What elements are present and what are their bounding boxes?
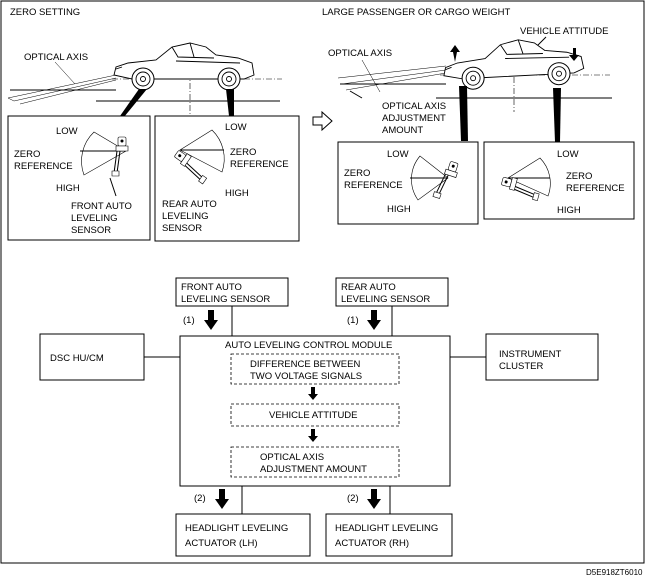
dsc-box: DSC HU/CM [39,333,145,381]
beam-right [337,59,447,99]
actuator-rh-line1: HEADLIGHT LEVELING [335,523,438,534]
flow-arrow-1 [308,387,318,400]
pointer-rear-right [553,88,561,142]
output-label-rh: (2) [347,493,359,504]
figure-code: D5E918ZT6010 [586,568,643,577]
vehicle-left [113,42,255,91]
label-zero: ZERO [566,171,592,182]
adjustment-line1: OPTICAL AXIS [260,452,324,463]
instrument-line1: INSTRUMENT [499,349,561,360]
panel-front-zero: LOW ZERO REFERENCE HIGH FRONT AUTO LEVEL… [7,115,151,241]
label-front-sensor-1: FRONT AUTO [71,201,132,212]
label-high: HIGH [225,188,249,199]
label-low: LOW [56,126,78,137]
rear-sensor-box: REAR AUTO LEVELING SENSOR [335,277,449,307]
label-low: LOW [225,122,247,133]
rear-sensor-box-line2: LEVELING SENSOR [341,294,430,305]
difference-box [230,353,400,385]
label-zero: ZERO [344,168,370,179]
vehicle-attitude-label: VEHICLE ATTITUDE [520,26,609,37]
label-low: LOW [387,149,409,160]
signal-arrow-front [204,310,218,330]
actuator-lh-line2: ACTUATOR (LH) [185,538,257,549]
actuator-rh-line2: ACTUATOR (RH) [335,538,409,549]
output-arrow-lh [215,489,229,509]
down-arrow-rear [569,48,579,61]
beam-left [7,61,117,105]
signal-label-rear: (1) [347,315,359,326]
signal-arrow-rear [367,310,381,330]
label-rear-sensor-3: SENSOR [162,223,202,234]
adjustment-box [230,446,400,478]
flow-arrow-2 [308,429,318,442]
label-front-sensor-2: LEVELING [71,213,117,224]
front-sensor-box: FRONT AUTO LEVELING SENSOR [175,277,289,307]
output-arrow-rh [367,489,381,509]
actuator-lh-box: HEADLIGHT LEVELING ACTUATOR (LH) [175,513,311,557]
label-reference: REFERENCE [344,180,403,191]
cargo-weight-title: LARGE PASSENGER OR CARGO WEIGHT [322,7,510,18]
label-front-sensor-3: SENSOR [71,225,111,236]
pointer-rear-left [226,89,234,116]
attitude-label: VEHICLE ATTITUDE [269,410,358,421]
difference-line2: TWO VOLTAGE SIGNALS [250,371,362,382]
adjustment-label-3: AMOUNT [382,125,423,136]
instrument-line2: CLUSTER [499,361,543,372]
front-sensor-box-line1: FRONT AUTO [181,282,242,293]
pointer-front-left [120,89,147,117]
signal-label-front: (1) [183,315,195,326]
dsc-box-label: DSC HU/CM [50,353,104,364]
label-high: HIGH [56,183,80,194]
panel-rear-zero: LOW ZERO REFERENCE HIGH REAR AUTO LEVELI… [154,115,300,242]
label-zero: ZERO [14,149,40,160]
label-zero: ZERO [230,147,256,158]
pointer-front-right [459,86,468,141]
vehicle-right [441,35,586,92]
panel-rear-loaded: LOW ZERO REFERENCE HIGH [483,141,635,220]
label-rear-sensor-1: REAR AUTO [162,199,217,210]
front-sensor-box-line2: LEVELING SENSOR [181,294,270,305]
transition-arrow [312,110,333,132]
actuator-rh-box: HEADLIGHT LEVELING ACTUATOR (RH) [325,513,453,557]
label-high: HIGH [557,205,581,216]
label-reference: REFERENCE [566,183,625,194]
outer-frame [0,0,645,564]
zero-setting-title: ZERO SETTING [10,7,80,18]
instrument-cluster-box: INSTRUMENT CLUSTER [485,333,599,381]
actuator-lh-line1: HEADLIGHT LEVELING [185,523,288,534]
adjustment-line2: ADJUSTMENT AMOUNT [260,464,367,475]
attitude-box [230,403,400,427]
output-label-lh: (2) [194,493,206,504]
label-reference: REFERENCE [230,159,289,170]
control-module-box: AUTO LEVELING CONTROL MODULE DIFFERENCE … [179,335,451,487]
rear-sensor-box-line1: REAR AUTO [341,282,396,293]
optical-axis-label-right: OPTICAL AXIS [328,48,392,59]
panel-front-loaded: LOW ZERO REFERENCE HIGH [337,141,479,225]
label-reference: REFERENCE [14,161,73,172]
label-high: HIGH [387,204,411,215]
adjustment-label-1: OPTICAL AXIS [382,101,446,112]
adjustment-label-2: ADJUSTMENT [382,113,446,124]
control-module-title: AUTO LEVELING CONTROL MODULE [225,340,392,351]
difference-line1: DIFFERENCE BETWEEN [250,359,360,370]
label-low: LOW [557,149,579,160]
label-rear-sensor-2: LEVELING [162,211,208,222]
up-arrow-front [450,45,460,62]
optical-axis-label-left: OPTICAL AXIS [24,52,88,63]
